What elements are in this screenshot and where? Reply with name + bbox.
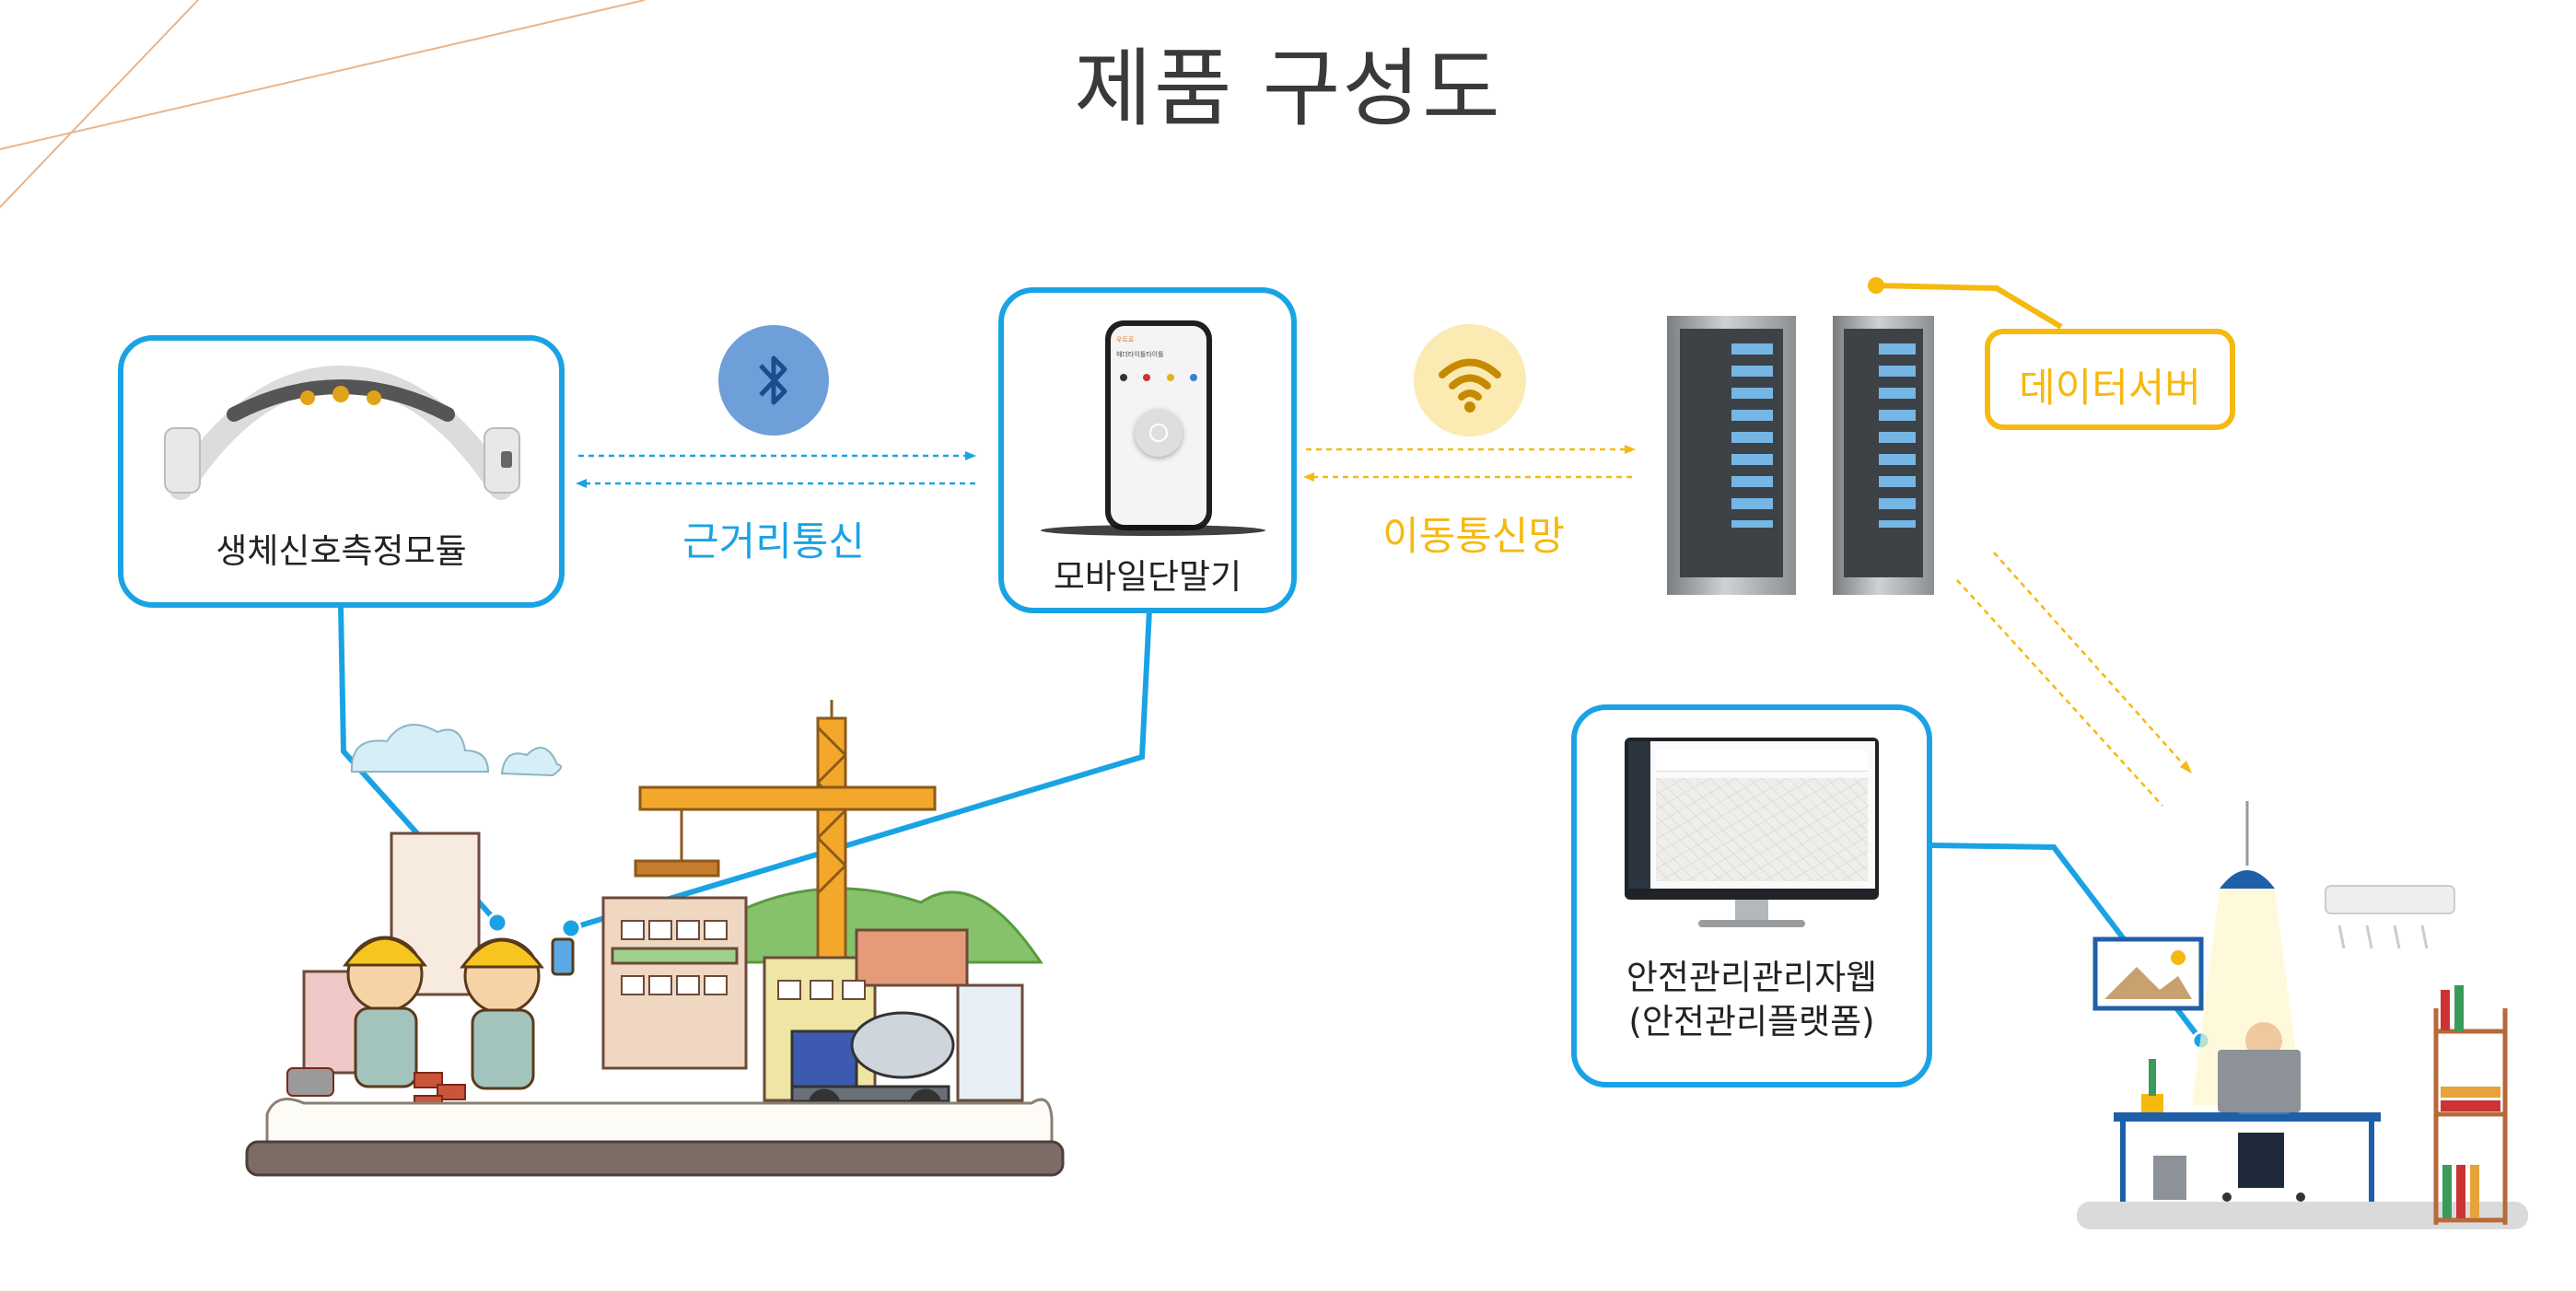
building-icon [855, 928, 969, 987]
bluetooth-icon [718, 325, 829, 436]
data-server-label: 데이터서버 [2019, 366, 2201, 412]
worker-icon [460, 937, 575, 1090]
monitor-screen [1628, 741, 1875, 889]
sensor-module-box: 생체신호측정모듈 [118, 335, 565, 608]
cactus-icon [2141, 1059, 2163, 1112]
office-desk-icon [2114, 1112, 2381, 1202]
phone-status-row [1120, 374, 1197, 381]
phone-shadow [1041, 525, 1265, 536]
monitor-base [1698, 920, 1805, 927]
short-range-label: 근거리통신 [682, 519, 865, 565]
phone-main-button [1135, 409, 1183, 457]
page-title: 제품 구성도 [1074, 40, 1502, 138]
decor-line [0, 0, 199, 208]
server-office-link [1956, 552, 2192, 807]
server-label-connector [1868, 277, 2063, 330]
phone-screen: 우트로 헤더타이틀타이틀 [1111, 326, 1206, 525]
decor-line [0, 0, 646, 150]
monitor-icon [1625, 738, 1879, 900]
phone-header: 우트로 [1116, 336, 1135, 343]
admin-web-label-1: 안전관리관리자웹 [1626, 958, 1878, 997]
sensor-module-label: 생체신호측정모듈 [216, 531, 467, 571]
server-rack-icon [1667, 316, 1796, 595]
smartphone-icon: 우트로 헤더타이틀타이틀 [1105, 320, 1212, 530]
monitor-neck [1735, 900, 1768, 922]
floor [2077, 1202, 2528, 1229]
building-icon [390, 832, 481, 996]
neckband-device-icon [164, 365, 520, 500]
admin-web-box: 안전관리관리자웹 (안전관리플랫폼) [1571, 704, 1932, 1087]
worker-icon [343, 936, 427, 1088]
bookshelf-icon [2433, 985, 2508, 1225]
mobile-network-link [1303, 445, 1636, 482]
short-range-link [576, 451, 978, 488]
building-icon [956, 983, 1024, 1102]
admin-web-label-2: (안전관리플랫폼) [1628, 1002, 1875, 1041]
mobile-terminal-box: 우트로 헤더타이틀타이틀 모바일단말기 [998, 287, 1297, 613]
data-server-box: 데이터서버 [1985, 329, 2235, 430]
mobile-worker-connector [560, 609, 1152, 939]
mobile-network-label: 이동통신망 [1382, 514, 1565, 560]
map-view [1656, 778, 1868, 881]
person-at-desk-icon [2218, 1022, 2305, 1202]
mobile-terminal-label: 모바일단말기 [1053, 557, 1242, 597]
server-rack-icon [1833, 316, 1934, 595]
picture-frame-icon [2092, 936, 2204, 1011]
tower-crane-icon [634, 700, 937, 964]
air-conditioner-icon [2325, 885, 2455, 949]
wifi-icon [1414, 324, 1526, 436]
cloud-icon [350, 724, 562, 777]
phone-title: 헤더타이틀타이틀 [1116, 351, 1164, 358]
